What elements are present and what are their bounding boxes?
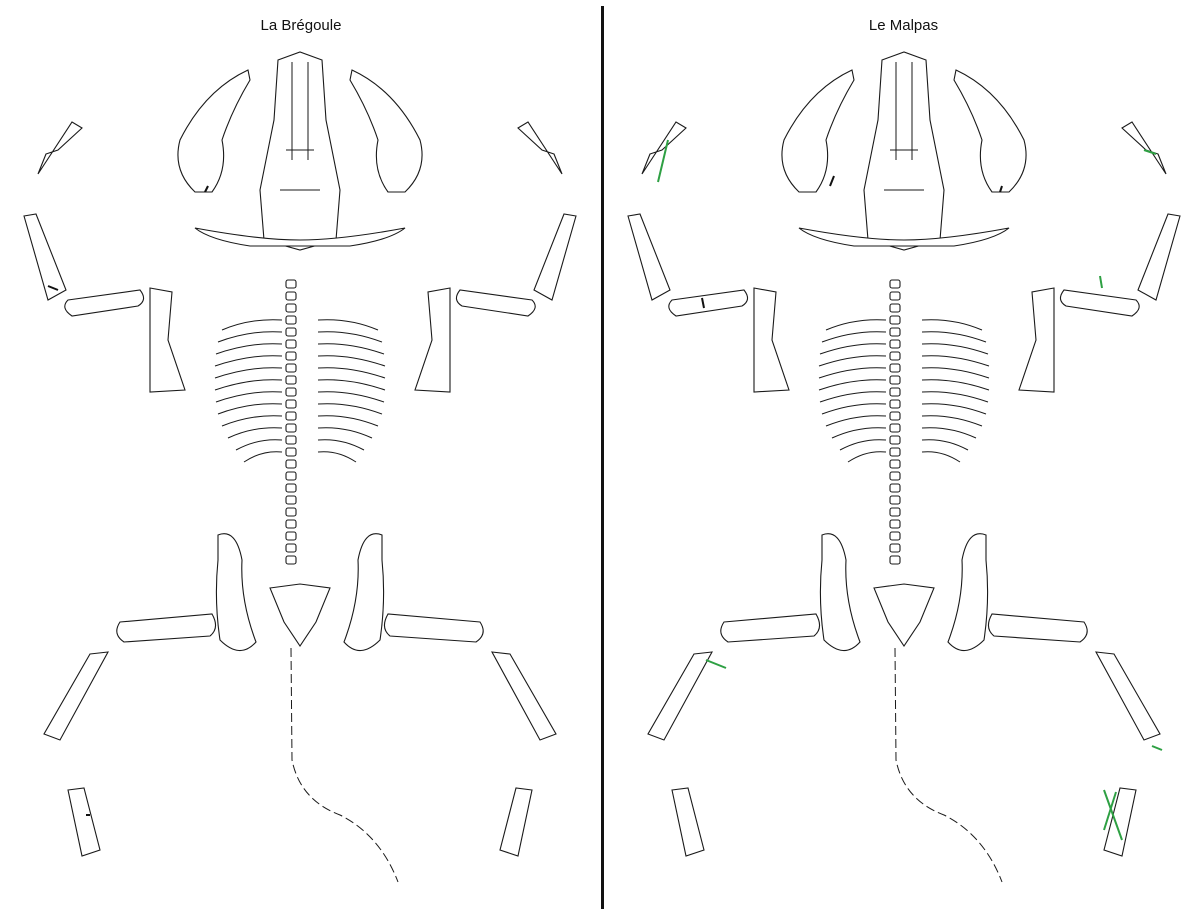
- metacarpal-left: [38, 122, 82, 174]
- vertebral-column: [286, 280, 296, 564]
- pelvis-left: [216, 534, 256, 651]
- mandible-right: [954, 70, 1026, 192]
- ribcage: [215, 320, 385, 462]
- cut-marks: [48, 186, 208, 815]
- scapula-left: [150, 288, 185, 392]
- tail: [291, 648, 398, 882]
- mandible-left: [782, 70, 854, 192]
- tibia-left: [648, 652, 712, 740]
- tibia-right: [1096, 652, 1160, 740]
- radius-ulna-left: [628, 214, 670, 300]
- femur-left: [117, 614, 216, 642]
- metacarpal-right: [1122, 122, 1166, 174]
- skeleton: [24, 52, 576, 882]
- radius-ulna-right: [534, 214, 576, 300]
- pelvis-right: [344, 534, 384, 651]
- tail: [895, 648, 1002, 882]
- metatarsal-left: [68, 788, 100, 856]
- skull: [195, 52, 405, 250]
- metacarpal-right: [518, 122, 562, 174]
- tibia-right: [492, 652, 556, 740]
- scapula-right: [415, 288, 450, 392]
- metatarsal-right: [500, 788, 532, 856]
- femur-right: [384, 614, 483, 642]
- skeleton-diagram: [604, 0, 1203, 909]
- radius-ulna-right: [1138, 214, 1180, 300]
- pelvis-left: [820, 534, 860, 651]
- scapula-left: [754, 288, 789, 392]
- metatarsal-right: [1104, 788, 1136, 856]
- humerus-right: [456, 290, 535, 316]
- skeleton: [628, 52, 1180, 882]
- scapula-right: [1019, 288, 1054, 392]
- skull: [799, 52, 1009, 250]
- panel-la-bregoule: La Brégoule: [0, 0, 602, 909]
- humerus-right: [1060, 290, 1139, 316]
- radius-ulna-left: [24, 214, 66, 300]
- femur-left: [721, 614, 820, 642]
- mandible-right: [350, 70, 422, 192]
- sacrum: [874, 584, 934, 646]
- femur-right: [988, 614, 1087, 642]
- skeleton-diagram: [0, 0, 602, 909]
- humerus-left: [65, 290, 144, 316]
- vertebral-column: [890, 280, 900, 564]
- humerus-left: [669, 290, 748, 316]
- panel-le-malpas: Le Malpas: [604, 0, 1203, 909]
- pelvis-right: [948, 534, 988, 651]
- sacrum: [270, 584, 330, 646]
- mandible-left: [178, 70, 250, 192]
- metatarsal-left: [672, 788, 704, 856]
- ribcage: [819, 320, 989, 462]
- metacarpal-left: [642, 122, 686, 174]
- tibia-left: [44, 652, 108, 740]
